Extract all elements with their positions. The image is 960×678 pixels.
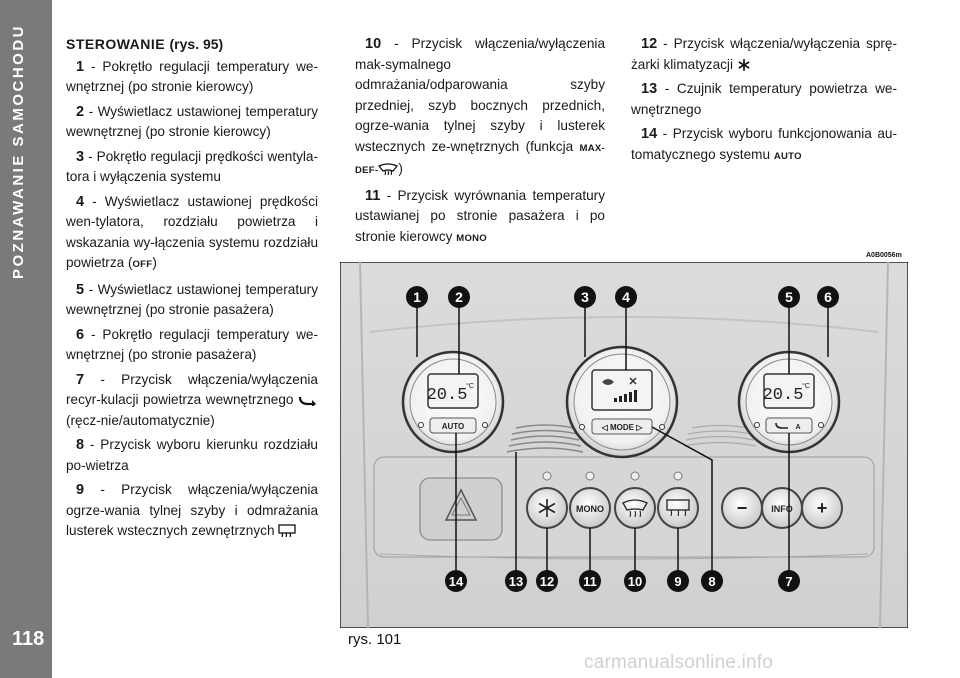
fan-icon: [629, 377, 637, 385]
svg-text:A: A: [795, 424, 800, 431]
front-defrost-icon: [378, 163, 399, 176]
section-heading: STEROWANIE (rys. 95): [66, 36, 224, 52]
svg-text:7: 7: [785, 574, 792, 589]
item-14: 14 - Przycisk wyboru funkcjonowania au-t…: [631, 126, 897, 162]
snowflake-icon: [538, 499, 556, 517]
text-column-2: 10 - Przycisk włączenia/wyłączenia mak-s…: [355, 34, 605, 253]
svg-text:2: 2: [455, 289, 463, 305]
svg-text:5: 5: [785, 289, 793, 305]
rear-defrost-button: [657, 487, 699, 529]
item-5: 5 - Wyświetlacz ustawionej temperatury w…: [66, 281, 318, 318]
passenger-icon: [602, 379, 614, 385]
svg-text:9: 9: [674, 574, 681, 589]
item-1: 1 - Pokrętło regulacji temperatury we-wn…: [66, 58, 319, 95]
svg-text:◁ MODE ▷: ◁ MODE ▷: [601, 423, 644, 432]
figure-code: A0B0056m: [866, 252, 902, 259]
callouts-top: 1 2 3 4 5 6: [406, 286, 839, 308]
max-def-button: [614, 487, 656, 529]
svg-text:11: 11: [583, 574, 597, 589]
text-column-1: STEROWANIE (rys. 95) 1 - Pokrętło regula…: [66, 34, 318, 546]
svg-text:12: 12: [540, 574, 554, 589]
item-11: 11 - Przycisk wyrównania temperatury ust…: [355, 187, 606, 244]
item-8: 8 - Przycisk wyboru kierunku rozdziału p…: [66, 437, 318, 473]
svg-text:14: 14: [449, 574, 464, 589]
rear-defrost-icon: [278, 524, 296, 538]
recirculation-button: [765, 417, 813, 434]
left-temp-display: [427, 373, 479, 409]
item-7: 7 - Przycisk włączenia/wyłączenia recyr-…: [66, 371, 318, 428]
svg-text:3: 3: [581, 289, 589, 305]
callouts-bottom: 14 13 12 11 10 9 8 7: [445, 570, 800, 592]
mode-button: [591, 418, 653, 435]
air-vent-right: [683, 424, 757, 447]
item-12: 12 - Przycisk włączenia/wyłączenia sprę-…: [631, 36, 897, 72]
svg-text:13: 13: [509, 574, 523, 589]
svg-text:20.5: 20.5: [763, 386, 804, 405]
svg-text:−: −: [737, 498, 748, 518]
svg-text:°C: °C: [466, 382, 474, 390]
svg-text:1: 1: [413, 289, 421, 305]
plus-button: [801, 487, 843, 529]
snowflake-icon: [738, 58, 750, 71]
svg-text:°C: °C: [802, 382, 810, 390]
text-column-3: 12 - Przycisk włączenia/wyłączenia sprę-…: [631, 34, 897, 171]
fan-display: [591, 369, 653, 411]
item-3: 3 - Pokrętło regulacji prędkości wentyla…: [66, 148, 318, 185]
item-10: 10 - Przycisk włączenia/wyłączenia mak-s…: [355, 36, 606, 176]
svg-text:20.5: 20.5: [427, 386, 468, 405]
watermark: carmanualsonline.info: [584, 652, 774, 673]
svg-text:MONO: MONO: [576, 504, 604, 514]
fan-bars-icon: [614, 390, 637, 402]
svg-text:+: +: [817, 498, 828, 518]
svg-text:INFO: INFO: [771, 504, 793, 514]
item-2: 2 - Wyświetlacz ustawionej temperatury w…: [66, 103, 318, 140]
svg-text:4: 4: [622, 289, 630, 305]
svg-text:10: 10: [628, 574, 642, 589]
page-number: 118: [12, 628, 45, 650]
svg-text:8: 8: [708, 574, 715, 589]
climate-panel-figure: MONO − INFO + 20.5 °C AUTO ◁ MODE ▷ 20.5…: [340, 262, 908, 628]
item-4: 4 - Wyświetlacz ustawionej prędkości wen…: [66, 193, 319, 271]
recirculation-icon: [298, 397, 317, 407]
sidebar: POZNAWANIE SAMOCHODU 118: [0, 0, 52, 678]
section-title-vertical: POZNAWANIE SAMOCHODU: [10, 24, 27, 280]
figure-caption: rys. 101: [348, 631, 402, 648]
air-vent-left: [506, 424, 584, 453]
item-9: 9 - Przycisk włączenia/wyłączenia ogrze-…: [66, 482, 318, 538]
recirculation-icon: [775, 422, 788, 429]
svg-text:6: 6: [824, 289, 832, 305]
hazard-button: [419, 477, 503, 541]
hazard-triangle-icon: [444, 488, 478, 521]
item-13: 13 - Czujnik temperatury powietrza we-wn…: [631, 81, 897, 117]
svg-text:AUTO: AUTO: [442, 422, 465, 431]
auto-button: [429, 417, 477, 434]
item-6: 6 - Pokrętło regulacji temperatury we-wn…: [66, 326, 319, 363]
